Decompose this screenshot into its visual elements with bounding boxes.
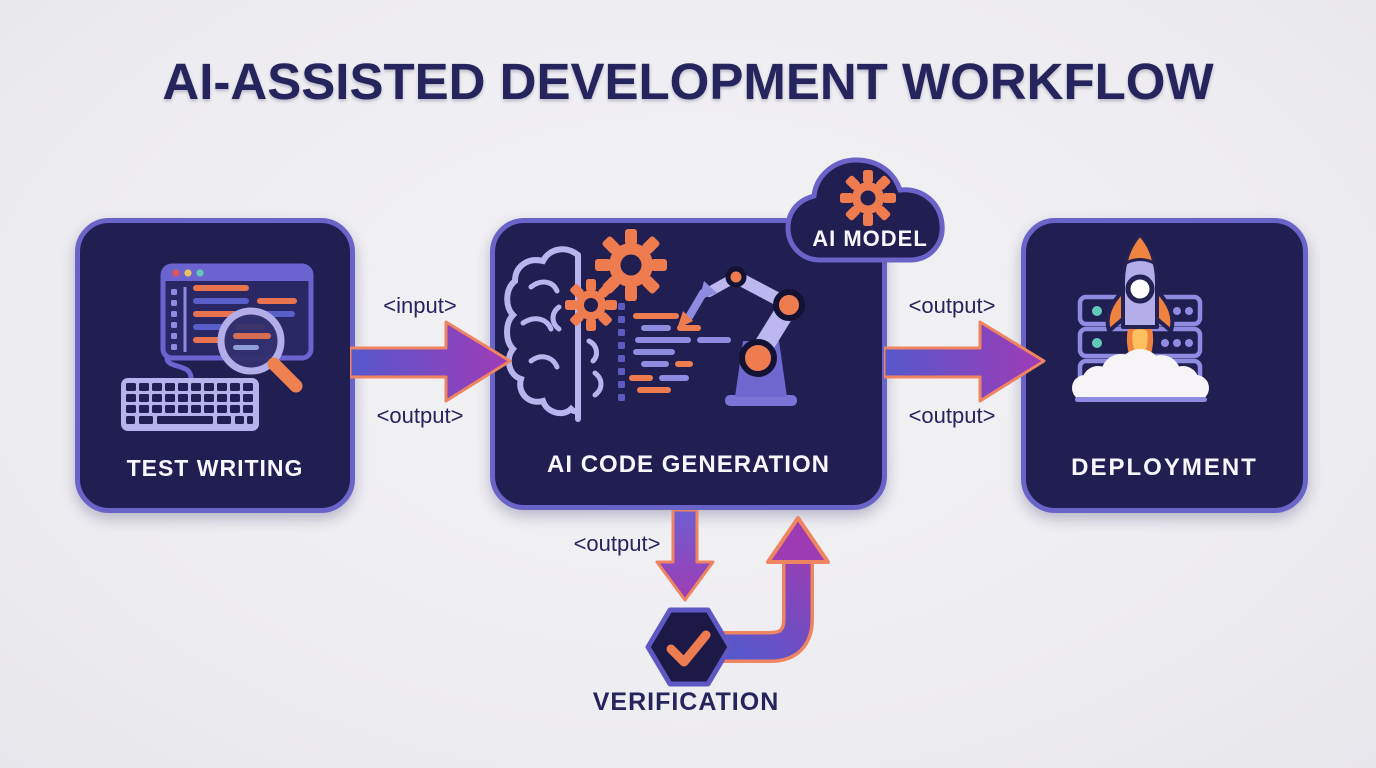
smoke-cloud (1072, 349, 1209, 401)
keyboard-icon (121, 378, 259, 431)
node-deployment: DEPLOYMENT (1021, 218, 1308, 513)
ai-code-generation-icon (504, 229, 805, 422)
gear-icon-large (595, 229, 667, 301)
label-output-generation-to-verification: <output> (573, 531, 661, 556)
node-verification (645, 607, 733, 687)
node-label-ai-model: AI MODEL (812, 226, 928, 251)
node-ai-model: AI MODEL (784, 148, 956, 270)
arrow-right-test-to-generation (350, 320, 512, 403)
gear-icon-small (565, 279, 617, 331)
checkmark-icon (666, 630, 711, 667)
label-output-generation-to-deployment-top: <output> (908, 293, 996, 318)
ai-model-cloud-icon (785, 157, 945, 263)
pen-icon (685, 289, 707, 321)
node-label-verification: VERIFICATION (592, 688, 780, 716)
diagram-title: AI-ASSISTED DEVELOPMENT WORKFLOW (162, 53, 1214, 110)
gear-icon-cloud (840, 170, 896, 226)
magnifier-icon (217, 307, 303, 393)
node-label-deployment: DEPLOYMENT (1071, 454, 1258, 481)
dashed-line (618, 303, 625, 401)
ground-line (1075, 397, 1207, 402)
test-writing-icon (121, 263, 314, 431)
label-output-generation-to-deployment-bottom: <output> (908, 403, 996, 428)
window-dot-teal (196, 269, 204, 277)
window-dot-red (172, 269, 180, 277)
brain-icon (504, 246, 604, 422)
label-output-test-to-generation: <output> (376, 403, 464, 428)
window-dot-yellow (184, 269, 192, 277)
generated-code-lines (629, 313, 731, 393)
node-label-ai-code-generation: AI CODE GENERATION (547, 451, 830, 478)
cable (164, 357, 194, 379)
arrow-down-generation-to-verification (655, 510, 715, 602)
label-input-test-to-generation: <input> (383, 293, 457, 318)
arrow-right-generation-to-deployment (884, 320, 1046, 403)
deployment-icon (1072, 232, 1209, 402)
node-ai-code-generation: AI CODE GENERATION (490, 218, 887, 510)
node-label-test-writing: TEST WRITING (126, 455, 304, 481)
node-test-writing: TEST WRITING (75, 218, 355, 513)
robot-arm-icon (677, 266, 805, 406)
arrow-curved-verification-to-generation (720, 516, 830, 663)
